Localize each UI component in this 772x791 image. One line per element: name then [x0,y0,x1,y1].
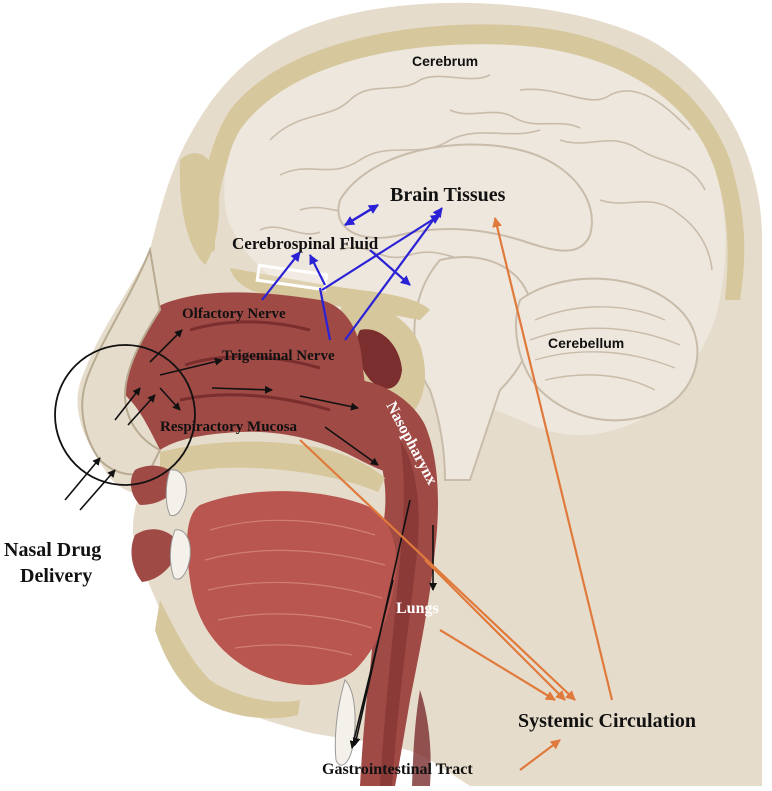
label-gastrointestinal-tract: Gastrointestinal Tract [322,761,473,778]
cribriform-plate-box [255,263,329,292]
corpus-callosum [337,143,593,252]
entry-arrow-2 [79,469,116,511]
brain-to-csf-arrow [344,204,379,226]
label-brain-tissues: Brain Tissues [390,184,506,206]
lower-tooth [169,529,191,580]
posterior-cavity-arrow [299,395,359,411]
cerebellum-shape [515,277,699,422]
olfactory-arrow [149,329,183,363]
mucosa-to-pharynx-arrow [324,426,379,466]
nose-external [81,246,162,476]
mid-cavity-arrow [211,385,273,394]
blue-arrows [261,204,443,341]
pharynx-to-systemic-arrow [424,559,566,701]
respiratory-arrow [159,387,181,411]
label-trigeminal-nerve: Trigeminal Nerve [222,348,335,364]
nasal-turbinates [179,320,331,412]
lungs-to-systemic-arrow [439,629,556,701]
tongue-fibers [204,519,386,656]
trigeminal-arrow [159,357,223,376]
upper-tooth [165,469,187,517]
gi-arrow-2 [349,579,394,749]
olfactory-to-brain-arrow [321,214,441,291]
label-cerebellum: Cerebellum [548,335,624,351]
sphenoid-sinus [356,329,402,389]
olfactory-to-csf-arrow-1 [261,251,301,301]
label-delivery: Delivery [20,565,92,587]
hard-palate [160,441,385,492]
cribriform-bone [230,268,430,320]
trachea [412,690,431,786]
trigeminal-to-brain-arrow [344,207,443,341]
trigeminal-branch-line [318,287,332,341]
gi-to-systemic-arrow [519,739,561,771]
label-nasal-drug: Nasal Drug [4,539,101,561]
label-olfactory-nerve: Olfactory Nerve [182,306,286,322]
label-respiratory-mucosa: Respiractory Mucosa [160,419,298,435]
black-arrows [64,329,437,749]
label-systemic-circulation: Systemic Circulation [518,710,696,732]
olfactory-to-csf-arrow-2 [309,254,326,286]
nasal-delivery-circle [54,344,196,486]
tongue [187,491,397,685]
label-csf: Cerebrospinal Fluid [232,234,379,253]
nostril-arrow-1 [114,387,141,421]
orange-arrows [299,217,614,771]
systemic-to-brain-arrow [492,217,614,701]
label-lungs: Lungs [396,600,439,617]
jaw-bone [155,600,300,719]
label-cerebrum: Cerebrum [412,53,478,69]
nostril-arrow-2 [127,394,156,426]
lower-lip [131,529,180,582]
pharynx-inner [380,440,419,786]
frontal-sinus [179,153,220,265]
mucosa-to-systemic-arrow [299,439,576,701]
entry-arrow-1 [64,457,101,501]
nasal-cavity [112,292,405,474]
